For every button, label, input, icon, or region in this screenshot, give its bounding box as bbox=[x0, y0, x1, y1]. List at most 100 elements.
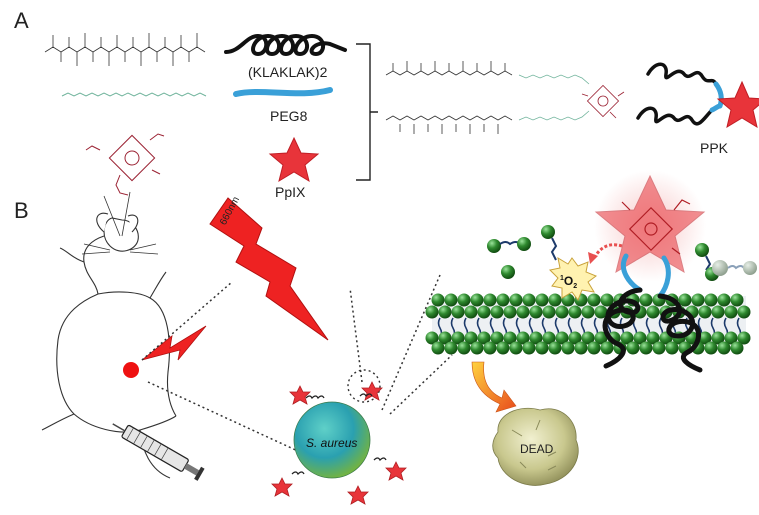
lipid-head bbox=[711, 331, 725, 345]
lipid-head bbox=[470, 293, 484, 307]
lipid-head bbox=[646, 331, 660, 345]
lipid-head bbox=[464, 331, 478, 345]
lipid-head bbox=[503, 305, 517, 319]
lipid-head bbox=[633, 331, 647, 345]
light-bolt-large-icon bbox=[209, 197, 329, 341]
ppix-structure bbox=[85, 133, 165, 196]
lipid-head bbox=[496, 293, 510, 307]
bacteria-label: S. aureus bbox=[306, 436, 358, 450]
syringe-icon bbox=[112, 423, 205, 481]
lipid-head bbox=[470, 341, 484, 355]
lipid-head bbox=[483, 341, 497, 355]
lipid-head bbox=[425, 305, 439, 319]
lipid-head bbox=[535, 293, 549, 307]
lipid-head bbox=[587, 293, 601, 307]
lipid-head bbox=[568, 305, 582, 319]
lipid-head bbox=[542, 331, 556, 345]
ppix-structure-large bbox=[621, 199, 691, 255]
panel-b-letter: B bbox=[14, 198, 29, 223]
lipid-head bbox=[711, 305, 725, 319]
free-lipids bbox=[487, 225, 757, 281]
peptide-label: (KLAKLAK)2 bbox=[248, 64, 328, 80]
lipid-head bbox=[522, 341, 536, 355]
lipid-head bbox=[457, 293, 471, 307]
lipid-head bbox=[639, 341, 653, 355]
panel-a-letter: A bbox=[14, 8, 29, 33]
lipid-head bbox=[496, 341, 510, 355]
lipid-head bbox=[704, 293, 718, 307]
lipid-head bbox=[587, 341, 601, 355]
lipid-head bbox=[490, 305, 504, 319]
lipid-head bbox=[438, 305, 452, 319]
conjugate-structure bbox=[385, 61, 625, 134]
dead-label: DEAD bbox=[520, 442, 554, 456]
lipid-head bbox=[665, 341, 679, 355]
lipid-head bbox=[678, 293, 692, 307]
singlet-oxygen-label: 1O2 bbox=[560, 274, 577, 290]
bacterium bbox=[271, 381, 407, 505]
lipid-head bbox=[444, 293, 458, 307]
lipid-head bbox=[490, 331, 504, 345]
lipid-head bbox=[529, 331, 543, 345]
zoom-circle bbox=[347, 369, 381, 403]
lipid-head bbox=[730, 293, 744, 307]
lipid-head bbox=[698, 305, 712, 319]
lipid-head bbox=[737, 331, 751, 345]
lipid-head bbox=[717, 341, 731, 355]
lipid-head bbox=[600, 293, 614, 307]
lipid-head bbox=[717, 293, 731, 307]
peptide-structure bbox=[44, 33, 206, 66]
lipid-head bbox=[737, 305, 751, 319]
lipid-head bbox=[464, 305, 478, 319]
lipid-head bbox=[509, 293, 523, 307]
singlet-oxygen-burst-icon bbox=[548, 256, 598, 302]
lipid-head bbox=[724, 305, 738, 319]
oxidation-arrowhead bbox=[588, 252, 598, 264]
lipid-head bbox=[509, 341, 523, 355]
lipid-head bbox=[724, 331, 738, 345]
peg-structure bbox=[61, 92, 207, 97]
lipid-head bbox=[698, 331, 712, 345]
zoom-lines bbox=[141, 274, 453, 453]
lipid-head bbox=[444, 341, 458, 355]
lipid-head bbox=[529, 305, 543, 319]
lipid-head bbox=[431, 293, 445, 307]
lipid-head bbox=[704, 341, 718, 355]
ppk-label: PPK bbox=[700, 140, 729, 156]
lipid-head bbox=[522, 293, 536, 307]
lipid-head bbox=[620, 331, 634, 345]
peg-label: PEG8 bbox=[270, 108, 308, 124]
lipid-head bbox=[438, 331, 452, 345]
lipid-head bbox=[639, 293, 653, 307]
lipid-head bbox=[594, 331, 608, 345]
peptide-helix-icon bbox=[224, 33, 347, 57]
peg-tube-icon bbox=[233, 87, 333, 97]
lipid-head bbox=[600, 341, 614, 355]
lipid-head bbox=[477, 305, 491, 319]
lipid-head bbox=[574, 341, 588, 355]
lipid-head bbox=[691, 293, 705, 307]
lipid-head bbox=[555, 331, 569, 345]
peptide-helix-large bbox=[602, 287, 703, 373]
lipid-head bbox=[477, 331, 491, 345]
bracket bbox=[356, 43, 378, 181]
lipid-head bbox=[561, 341, 575, 355]
lipid-head bbox=[542, 305, 556, 319]
lipid-head bbox=[451, 305, 465, 319]
lipid-head bbox=[548, 293, 562, 307]
lipid-head bbox=[652, 341, 666, 355]
lipid-head bbox=[548, 341, 562, 355]
dead-bacterium bbox=[492, 407, 579, 486]
mouse-illustration bbox=[41, 191, 177, 479]
death-arrow-icon bbox=[471, 361, 517, 413]
ppix-star-large-icon bbox=[594, 174, 706, 274]
lipid-head bbox=[581, 331, 595, 345]
dead-texture bbox=[511, 419, 557, 471]
infection-site bbox=[123, 362, 139, 378]
lipid-head bbox=[581, 305, 595, 319]
lipid-head bbox=[626, 341, 640, 355]
ppix-star-icon bbox=[268, 136, 320, 183]
lipid-head bbox=[594, 305, 608, 319]
light-bolt-small-icon bbox=[141, 325, 207, 361]
